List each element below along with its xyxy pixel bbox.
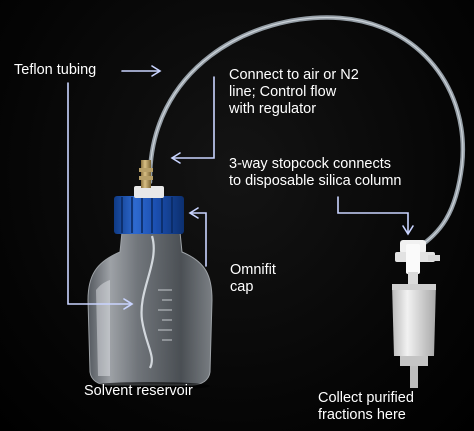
- label-connect-air-line-3: with regulator: [229, 101, 317, 117]
- label-stopcock: 3-way stopcock connects to disposable si…: [229, 156, 401, 190]
- label-omnifit-cap-line-1: Omnifit: [230, 262, 276, 278]
- arrow-connect-air: [173, 76, 215, 159]
- three-way-stopcock: [395, 240, 440, 274]
- silica-column: [392, 272, 436, 388]
- solvent-bottle: [87, 231, 213, 390]
- arrow-omnifit: [191, 212, 207, 267]
- omnifit-cap: [114, 186, 184, 234]
- label-omnifit-cap: Omnifit cap: [230, 262, 276, 296]
- label-solvent-reservoir: Solvent reservoir: [84, 383, 193, 400]
- label-teflon-tubing: Teflon tubing: [14, 62, 96, 79]
- label-connect-air-line-2: line; Control flow: [229, 84, 337, 100]
- arrow-tube-inside: [67, 82, 131, 305]
- label-solvent-reservoir-text: Solvent reservoir: [84, 383, 193, 399]
- label-connect-air-line-1: Connect to air or N2: [229, 67, 359, 83]
- label-collect-fractions: Collect purified fractions here: [318, 390, 414, 424]
- gas-inlet-fitting: [139, 160, 153, 188]
- label-collect-fractions-line-2: fractions here: [318, 407, 406, 423]
- label-teflon-tubing-text: Teflon tubing: [14, 62, 97, 78]
- arrow-stopcock: [337, 196, 409, 233]
- label-stopcock-line-1: 3-way stopcock connects: [229, 156, 391, 172]
- label-collect-fractions-line-1: Collect purified: [318, 390, 414, 406]
- label-omnifit-cap-line-2: cap: [230, 279, 254, 295]
- label-connect-air: Connect to air or N2 line; Control flow …: [229, 67, 359, 118]
- label-stopcock-line-2: to disposable silica column: [229, 173, 402, 189]
